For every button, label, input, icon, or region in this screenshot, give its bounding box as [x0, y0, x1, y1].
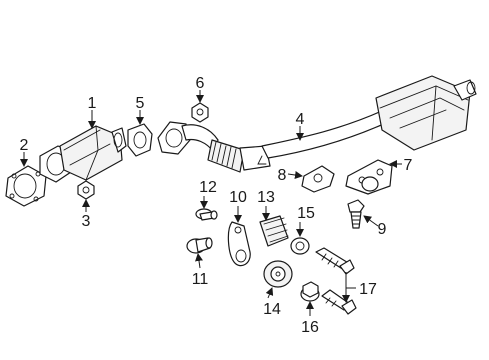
part-4-exhaust-pipe-muffler: [157, 75, 477, 173]
callout-5: 5: [136, 95, 145, 112]
leader-lines: [20, 90, 402, 316]
callout-10: 10: [229, 189, 247, 206]
callout-2: 2: [20, 137, 29, 154]
part-5-gasket: [127, 123, 153, 157]
callout-6: 6: [196, 75, 205, 92]
callout-9: 9: [378, 221, 387, 238]
part-17-bolts: [315, 247, 357, 315]
callout-8: 8: [278, 167, 287, 184]
part-10-hanger-strap: [227, 221, 251, 267]
callout-17: 17: [359, 281, 377, 298]
part-14-bushing: [263, 260, 293, 288]
callout-16: 16: [301, 319, 319, 336]
callout-1: 1: [88, 95, 97, 112]
part-2-gasket: [5, 165, 47, 207]
callout-14: 14: [263, 301, 281, 318]
part-6-nut: [191, 102, 209, 123]
part-15-washer: [290, 237, 310, 255]
part-16-flange-nut: [300, 281, 320, 302]
callout-13: 13: [257, 189, 275, 206]
callout-12: 12: [199, 179, 217, 196]
part-7-hanger-bracket: [345, 159, 393, 195]
callout-4: 4: [296, 111, 305, 128]
part-12-stud: [195, 208, 218, 221]
part-11-stud: [186, 237, 213, 254]
part-9-bolt: [347, 199, 365, 229]
part-3-nut: [77, 180, 95, 200]
callout-3: 3: [82, 213, 91, 230]
part-1-catalytic-converter: [39, 125, 127, 183]
callout-11: 11: [192, 271, 209, 288]
part-8-nut-plate: [301, 165, 335, 193]
callout-7: 7: [404, 157, 413, 174]
callout-15: 15: [297, 205, 315, 222]
part-13-isolator: [259, 215, 289, 247]
